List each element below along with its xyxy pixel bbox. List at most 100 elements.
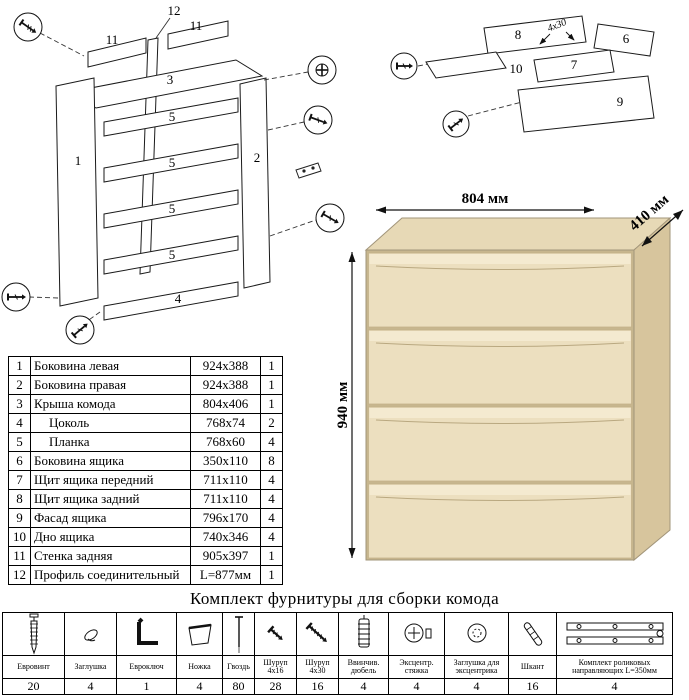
hardware-icons-row <box>2 612 673 656</box>
part-size: 350x110 <box>190 451 261 471</box>
hardware-qty: 1 <box>116 678 177 695</box>
chest-front-face <box>365 249 635 561</box>
table-row: 6 Боковина ящика 350x110 8 <box>8 451 283 471</box>
back-panel-left <box>87 37 147 68</box>
part-number: 7 <box>8 470 31 490</box>
phillips-screw-callout-icon <box>307 55 337 85</box>
hardware-qty: 16 <box>508 678 557 695</box>
screw-callout-icon <box>303 105 333 135</box>
drawer-front-4 <box>368 483 632 559</box>
right-side-panel <box>239 77 271 289</box>
part-name: Фасад ящика <box>30 508 191 528</box>
part-number: 1 <box>8 356 31 376</box>
part-qty: 1 <box>260 356 283 376</box>
hardware-qty: 80 <box>222 678 255 695</box>
screw-callout-icon <box>442 110 470 138</box>
plinth-panel <box>103 281 239 321</box>
part-qty: 4 <box>260 489 283 509</box>
furniture-leg-icon <box>187 623 212 646</box>
screw-callout-icon <box>65 315 95 345</box>
screw-4x30-icon <box>305 622 327 643</box>
hardware-name: Комплект роликовых направляющих L=350мм <box>556 655 673 679</box>
hardware-qty: 4 <box>556 678 673 695</box>
part-label: 5 <box>169 201 176 216</box>
mounting-bracket-icon <box>295 162 322 179</box>
screw-callout-icon <box>315 203 345 233</box>
part-number: 3 <box>8 394 31 414</box>
part-size: 711x110 <box>190 489 261 509</box>
drawer-fronts <box>368 252 632 559</box>
left-side-panel <box>55 77 99 307</box>
back-panel-right <box>167 20 229 50</box>
hardware-qty: 20 <box>2 678 65 695</box>
hardware-name: Евровинт <box>2 655 65 679</box>
height-dimension-label: 940 мм <box>336 382 351 429</box>
chest-rendering: 804 мм 410 мм 940 мм <box>336 191 684 562</box>
part-label: 5 <box>169 155 176 170</box>
hardware-qty: 16 <box>296 678 339 695</box>
drawer-side-panel <box>593 23 655 57</box>
part-qty: 4 <box>260 508 283 528</box>
part-name: Цоколь <box>30 413 191 433</box>
part-label: 12 <box>168 3 181 18</box>
table-row: 12 Профиль соединительный L=877мм 1 <box>8 565 283 585</box>
hardware-qty: 4 <box>388 678 445 695</box>
hardware-qty-row: 20 4 1 4 80 28 16 4 4 4 16 4 <box>2 678 673 695</box>
part-number: 8 <box>8 489 31 509</box>
part-name: Боковина правая <box>30 375 191 395</box>
table-row: 11 Стенка задняя 905x397 1 <box>8 546 283 566</box>
threaded-dowel-icon <box>357 615 370 648</box>
drawer-front-2 <box>368 329 632 405</box>
table-row: 2 Боковина правая 924x388 1 <box>8 375 283 395</box>
part-number: 2 <box>8 375 31 395</box>
cam-cap-icon <box>467 623 486 643</box>
drawer-back-panel <box>483 15 587 55</box>
part-label: 8 <box>515 27 522 42</box>
part-qty: 4 <box>260 470 283 490</box>
part-size: 905x397 <box>190 546 261 566</box>
profile-leader-line <box>155 17 171 39</box>
hardware-qty: 4 <box>444 678 509 695</box>
width-dimension-label: 804 мм <box>462 191 509 207</box>
part-size: 768x74 <box>190 413 261 433</box>
part-size: 768x60 <box>190 432 261 452</box>
hex-key-icon <box>136 617 158 645</box>
hardware-name: Заглушка <box>64 655 117 679</box>
part-qty: 1 <box>260 394 283 414</box>
part-label: 4 <box>175 291 182 306</box>
table-row: 4 Цоколь 768x74 2 <box>8 413 283 433</box>
hardware-table: Евровинт Заглушка Евроключ Ножка Гвоздь … <box>2 612 673 695</box>
part-label: 2 <box>254 150 261 165</box>
frame-leader-lines <box>29 32 317 323</box>
screw-callout-icon <box>13 12 43 42</box>
part-size: 796x170 <box>190 508 261 528</box>
slat-3 <box>103 189 239 229</box>
part-name: Дно ящика <box>30 527 191 547</box>
screw-callout-icon <box>1 282 31 312</box>
part-number: 4 <box>8 413 31 433</box>
part-label: 5 <box>169 247 176 262</box>
hardware-name: Эксцентр. стяжка <box>388 655 445 679</box>
part-size: 740x346 <box>190 527 261 547</box>
confirmat-screw-icon <box>29 613 38 655</box>
part-name: Щит ящика задний <box>30 489 191 509</box>
hardware-name: Евроключ <box>116 655 177 679</box>
drawer-part-labels: 8 4х30 6 10 7 9 <box>510 17 630 109</box>
part-number: 11 <box>8 546 31 566</box>
height-dimension: 940 мм <box>336 252 356 558</box>
drawer-exploded-diagram: 8 4х30 6 10 7 9 <box>390 15 655 138</box>
hardware-names-row: Евровинт Заглушка Евроключ Ножка Гвоздь … <box>2 655 673 679</box>
part-name: Щит ящика передний <box>30 470 191 490</box>
part-label: 11 <box>106 32 119 47</box>
hardware-kit-title: Комплект фурнитуры для сборки комода <box>189 589 500 608</box>
drawer-arrows <box>417 31 575 117</box>
drawer-bottom-panel <box>425 51 507 79</box>
table-row: 1 Боковина левая 924x388 1 <box>8 356 283 376</box>
slat-2 <box>103 143 239 183</box>
part-size: L=877мм <box>190 565 261 585</box>
part-number: 9 <box>8 508 31 528</box>
connector-profile <box>139 37 159 275</box>
part-qty: 4 <box>260 527 283 547</box>
part-size: 924x388 <box>190 375 261 395</box>
